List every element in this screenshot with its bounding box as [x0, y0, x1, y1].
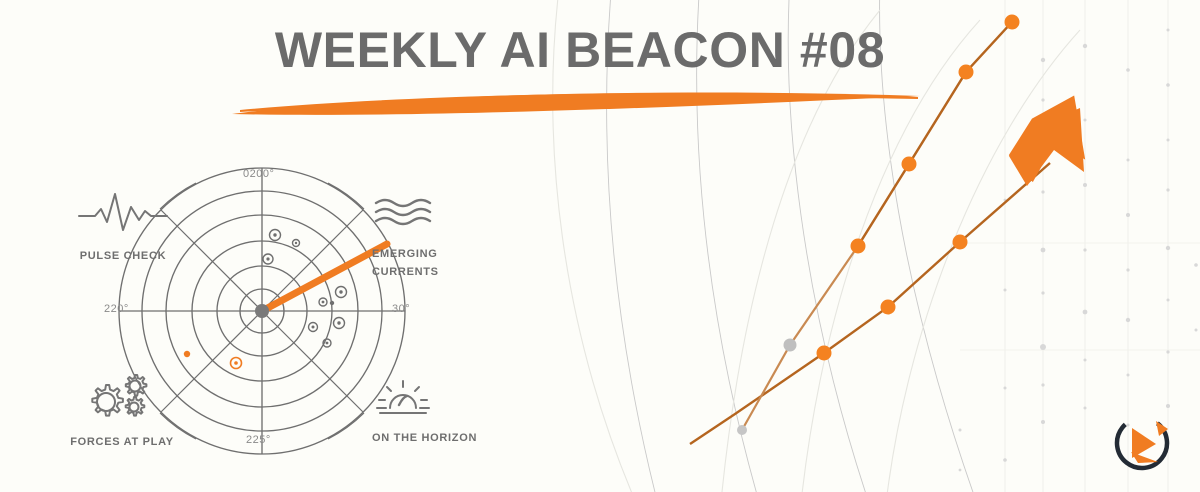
radar-blip-active: [183, 350, 191, 358]
logo-accent-shard: [1131, 452, 1158, 463]
feature-forces-at-play[interactable]: FORCES AT PLAY: [42, 372, 202, 450]
feature-on-the-horizon[interactable]: ON THE HORIZON: [372, 378, 502, 446]
radar-blips: [183, 228, 348, 370]
radar-scope[interactable]: [118, 167, 406, 455]
radar-blip-ring: [229, 356, 243, 370]
radar-center-hub: [255, 304, 269, 318]
background-horizontal-lines: [960, 242, 1200, 351]
orange-brush-underline: [232, 92, 920, 115]
gears-icon: [42, 372, 202, 425]
radar-blip-ring-center: [234, 361, 238, 365]
chart-markers-primary: [737, 14, 1020, 435]
radar-sweep-beam: [258, 240, 391, 315]
brand-logo[interactable]: [1107, 408, 1177, 478]
growth-chart[interactable]: [689, 14, 1087, 445]
feature-pulse-check[interactable]: PULSE CHECK: [48, 190, 198, 264]
background-arcs-soft: [552, 0, 1081, 492]
chart-line-secondary: [689, 162, 1051, 445]
logo-arrow-tip: [1156, 421, 1168, 436]
growth-arrow-icon-shape: [1009, 108, 1084, 186]
feature-pulse-check-label: PULSE CHECK: [79, 250, 167, 262]
feature-forces-at-play-label: FORCES AT PLAY: [70, 436, 174, 448]
wavy-lines-icon: [372, 196, 492, 237]
pulse-wave-icon: [48, 190, 198, 239]
logo-play-triangle: [1132, 428, 1156, 458]
page-title: WEEKLY AI BEACON #08: [274, 22, 886, 78]
chart-line-primary-upper: [856, 21, 1013, 247]
feature-emerging-currents[interactable]: EMERGING CURRENTS: [372, 196, 492, 280]
feature-emerging-currents-label: EMERGING CURRENTS: [372, 248, 439, 278]
feature-on-the-horizon-label: ON THE HORIZON: [372, 432, 478, 444]
radar-bearing-top: 0200°: [243, 168, 275, 180]
chart-markers-secondary: [816, 234, 968, 361]
radar-bearing-left: 220°: [104, 303, 129, 315]
header: WEEKLY AI BEACON #08: [232, 22, 920, 122]
background-arcs: [606, 0, 974, 492]
radar-sector-spokes: [160, 209, 364, 413]
radar-outer-ticks: [159, 182, 365, 440]
radar-bearing-bottom: 225°: [246, 434, 271, 446]
radar-bearing-right: 30°: [392, 303, 411, 315]
sunrise-icon: [372, 378, 502, 421]
